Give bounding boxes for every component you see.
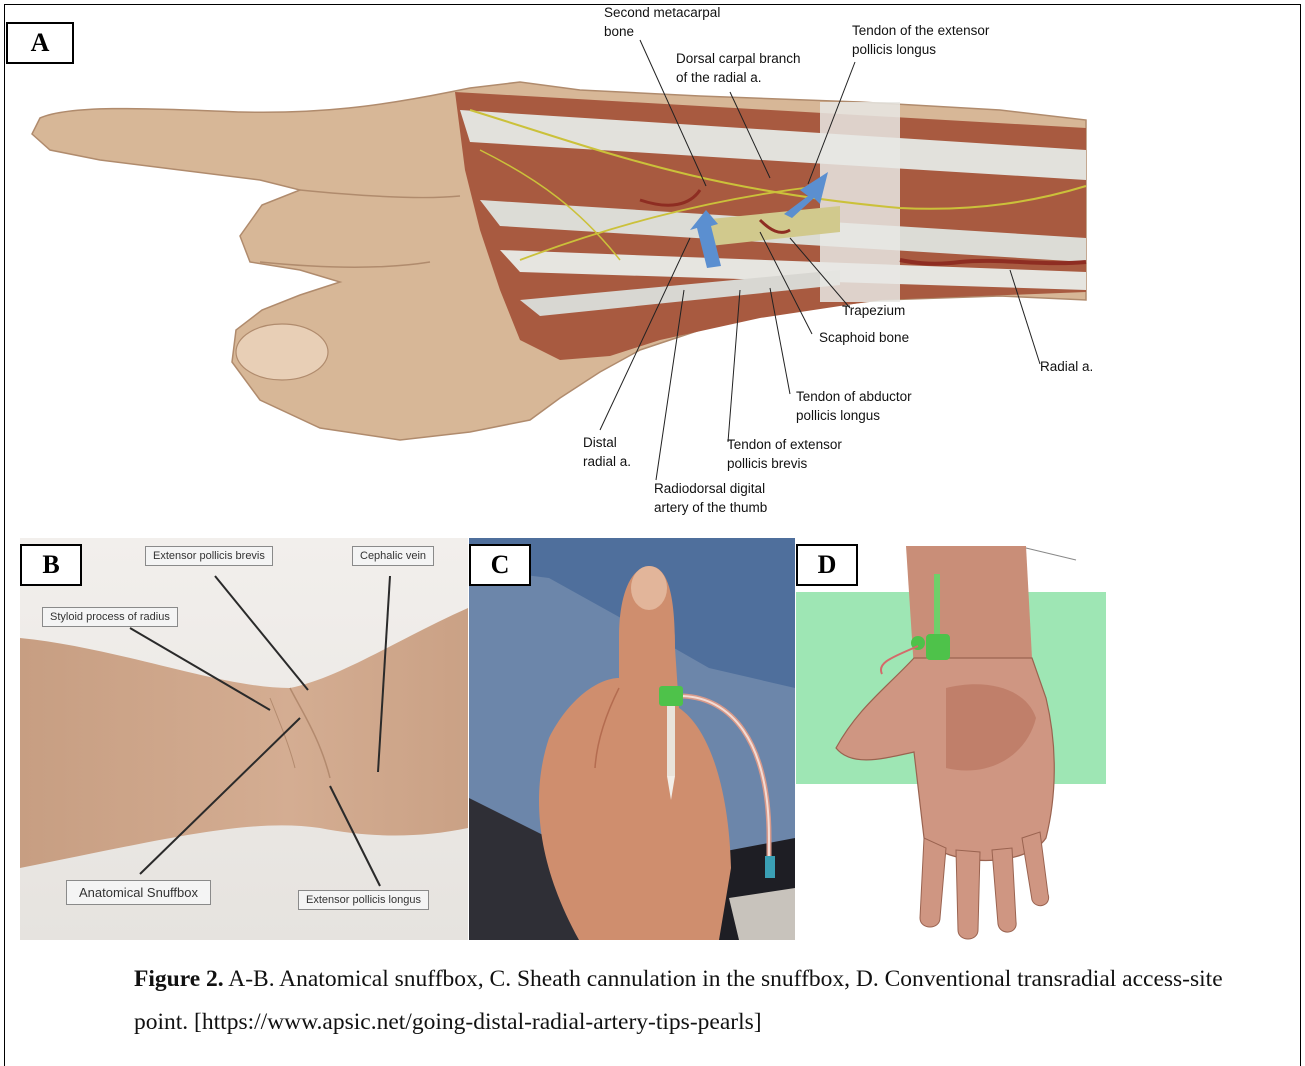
label-distal-radial-2: radial a. xyxy=(583,453,631,471)
label-distal-radial-1: Distal xyxy=(583,434,617,452)
label-radial-a: Radial a. xyxy=(1040,358,1093,376)
label-epl-tendon-2: pollicis longus xyxy=(852,41,936,59)
label-dorsal-carpal-2: of the radial a. xyxy=(676,69,762,87)
panel-a-tag: A xyxy=(6,22,74,64)
label-apl-tendon-2: pollicis longus xyxy=(796,407,880,425)
label-scaphoid: Scaphoid bone xyxy=(819,329,909,347)
caption-label: Figure 2. xyxy=(134,966,224,992)
label-epb-tendon-2: pollicis brevis xyxy=(727,455,807,473)
panel-c-tag: C xyxy=(469,544,531,586)
figure-caption: Figure 2. A-B. Anatomical snuffbox, C. S… xyxy=(134,958,1274,1044)
panel-d-tag: D xyxy=(796,544,858,586)
label-epb-tendon-1: Tendon of extensor xyxy=(727,436,842,454)
label-dorsal-carpal-1: Dorsal carpal branch xyxy=(676,50,801,68)
panel-c-photo xyxy=(469,538,795,940)
label-styloid: Styloid process of radius xyxy=(42,607,178,627)
label-epl-tendon-1: Tendon of the extensor xyxy=(852,22,989,40)
label-second-metacarpal-1: Second metacarpal xyxy=(604,4,720,22)
panel-b-tag: B xyxy=(20,544,82,586)
panel-a-illustration xyxy=(0,0,1305,540)
label-trapezium: Trapezium xyxy=(842,302,905,320)
label-extensor-longus: Extensor pollicis longus xyxy=(298,890,429,910)
label-cephalic-vein: Cephalic vein xyxy=(352,546,434,566)
label-radiodorsal-2: artery of the thumb xyxy=(654,499,767,517)
label-second-metacarpal-2: bone xyxy=(604,23,634,41)
panel-d-illustration xyxy=(796,538,1108,940)
label-radiodorsal-1: Radiodorsal digital xyxy=(654,480,765,498)
label-extensor-brevis: Extensor pollicis brevis xyxy=(145,546,273,566)
caption-text: A-B. Anatomical snuffbox, C. Sheath cann… xyxy=(134,966,1223,1035)
label-snuffbox: Anatomical Snuffbox xyxy=(66,880,211,905)
label-apl-tendon-1: Tendon of abductor xyxy=(796,388,912,406)
